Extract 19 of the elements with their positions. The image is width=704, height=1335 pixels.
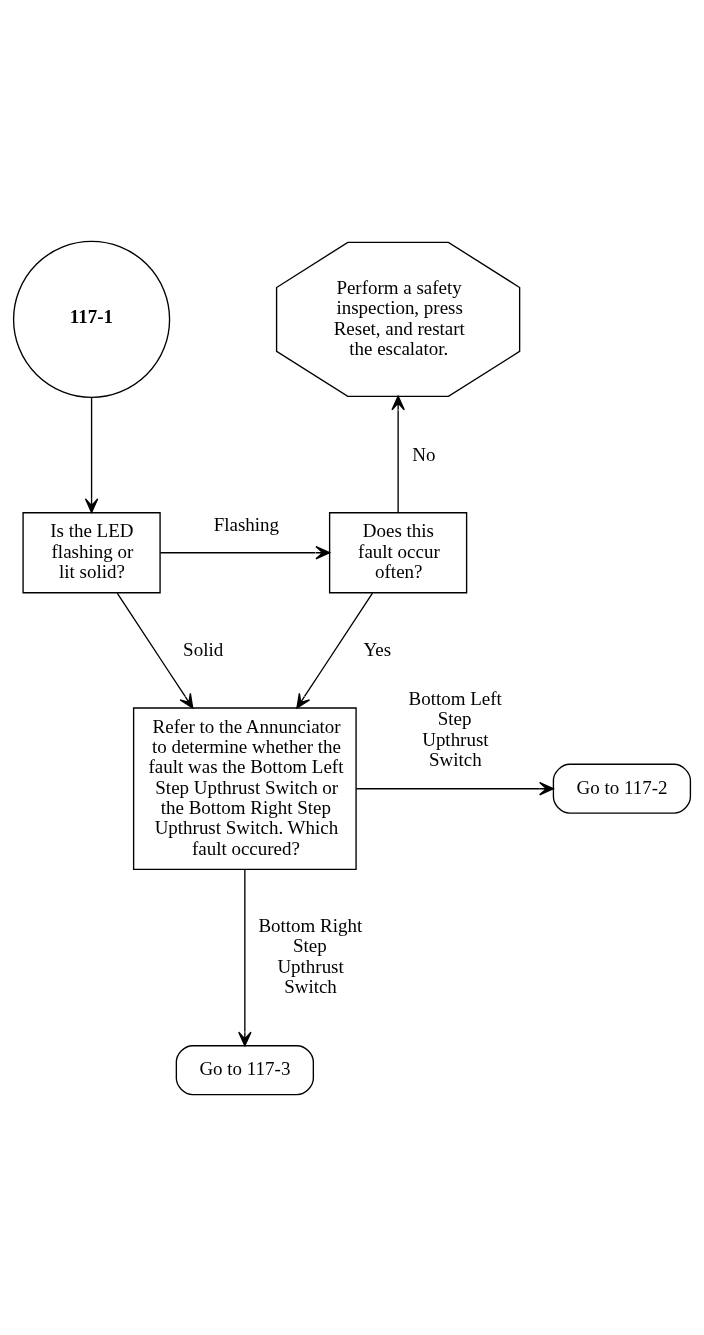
- node-box: Is the LED flashing or lit solid?: [22, 511, 161, 593]
- arrow: [116, 591, 194, 709]
- node-box: Refer to the Annunciator to determine whether the fault was the Bottom Left Step Upthrust Switch or the Bottom Right Step Upthrust Switch. Which fault occured?: [132, 706, 357, 870]
- node-box: Go to 117-3: [175, 1044, 314, 1095]
- arrow: [84, 396, 99, 513]
- edge-label: No: [412, 443, 436, 465]
- edge-label: Bottom Left Step Upthrust Switch: [408, 687, 502, 770]
- edge-label: Solid: [183, 638, 224, 660]
- arrow: [238, 868, 252, 1046]
- arrow: [391, 395, 405, 513]
- edge-label: Yes: [363, 638, 392, 660]
- arrow: [159, 545, 331, 559]
- edge-label: Bottom Right Step Upthrust Switch: [258, 914, 363, 997]
- node-box: Go to 117-2: [552, 763, 692, 814]
- arrow: [296, 591, 374, 709]
- edge-label: Flashing: [213, 513, 280, 535]
- node-circle: 117-1: [12, 240, 171, 398]
- node-box: Does this fault occur often?: [328, 511, 468, 593]
- arrow: [355, 781, 554, 795]
